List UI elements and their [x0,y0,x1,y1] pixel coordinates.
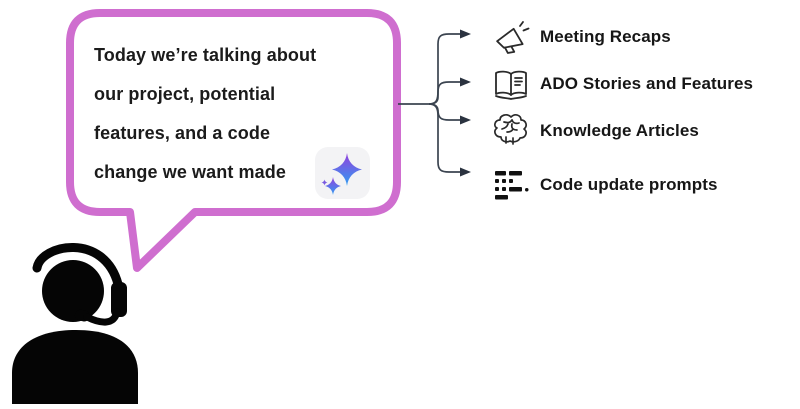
list-item-ado-stories: ADO Stories and Features [490,64,753,104]
open-book-icon [490,65,532,103]
brain-icon [490,110,532,152]
megaphone-icon [490,17,532,57]
person-headset-icon [12,243,138,404]
connector-lines [398,29,471,177]
bubble-text-line: our project, potential [94,84,276,104]
item-label: Knowledge Articles [540,121,699,140]
ai-sparkle-icon [315,147,370,199]
code-pattern-icon [490,169,532,201]
bubble-text-line: features, and a code [94,123,271,143]
bubble-text-line: change we want made [94,162,286,182]
list-item-meeting-recaps: Meeting Recaps [490,17,671,57]
item-label: Meeting Recaps [540,27,671,46]
bubble-text-line: Today we’re talking about [94,45,317,65]
item-label: Code update prompts [540,175,718,194]
bubble-text: Today we’re talking about our project, p… [94,36,344,192]
list-item-code-update-prompts: Code update prompts [490,165,718,205]
list-item-knowledge-articles: Knowledge Articles [490,111,699,151]
item-label: ADO Stories and Features [540,74,754,93]
speech-bubble [66,9,401,272]
